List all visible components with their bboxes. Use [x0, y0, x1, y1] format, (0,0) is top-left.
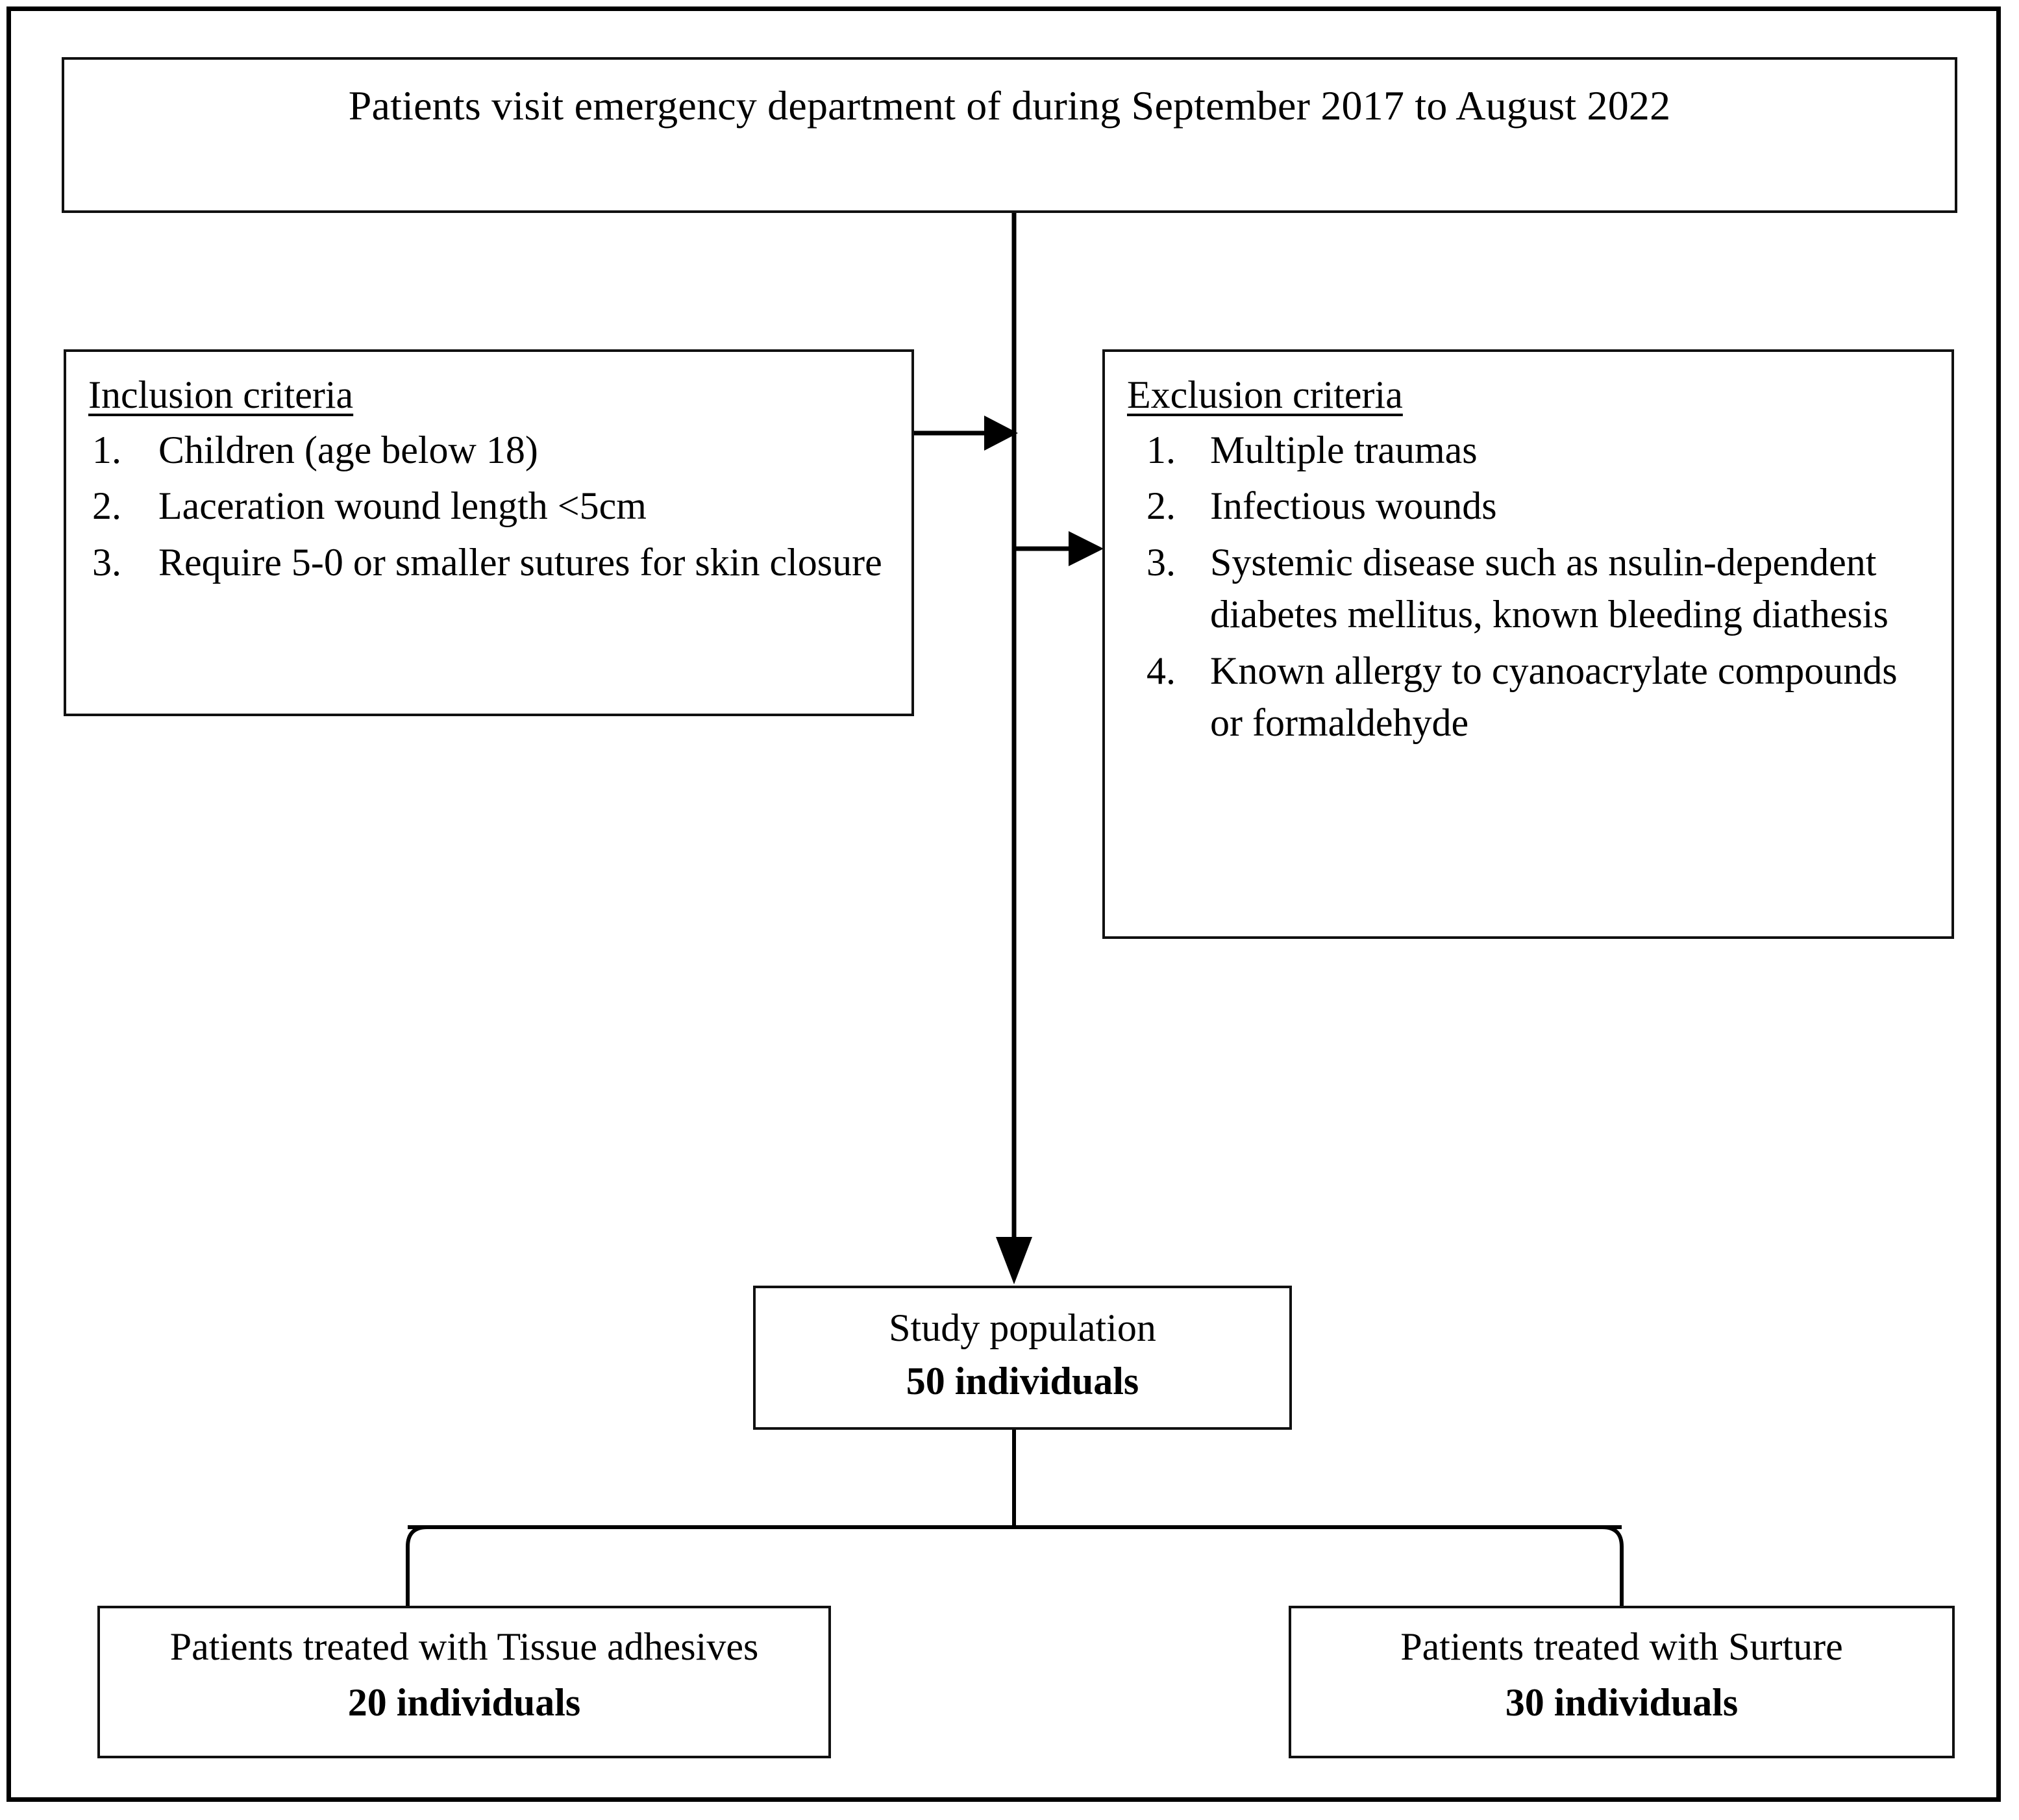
- list-item: 4. Known allergy to cyanoacrylate compou…: [1127, 645, 1929, 749]
- inclusion-criteria-heading: Inclusion criteria: [88, 373, 354, 416]
- top-population-box: Patients visit emergency department of d…: [62, 57, 1957, 213]
- figure-outer-frame: [6, 6, 2001, 1802]
- list-item: 2. Laceration wound length <5cm: [88, 480, 889, 532]
- list-item: 2. Infectious wounds: [1127, 480, 1929, 532]
- exclusion-criteria-box: Exclusion criteria 1. Multiple traumas 2…: [1102, 349, 1954, 939]
- list-item: 3. Systemic disease such as nsulin-depen…: [1127, 536, 1929, 641]
- tissue-adhesives-label: Patients treated with Tissue adhesives: [169, 1625, 759, 1668]
- list-item-number: 2.: [1146, 484, 1176, 528]
- suture-count: 30 individuals: [1505, 1681, 1739, 1724]
- list-item-text: Require 5-0 or smaller sutures for skin …: [158, 540, 882, 584]
- inclusion-criteria-box: Inclusion criteria 1. Children (age belo…: [64, 349, 914, 716]
- list-item: 1. Multiple traumas: [1127, 424, 1929, 476]
- tissue-adhesives-count: 20 individuals: [347, 1681, 581, 1724]
- list-item-number: 2.: [92, 484, 121, 528]
- list-item-text: Laceration wound length <5cm: [158, 484, 647, 528]
- list-item-text: Systemic disease such as nsulin-dependen…: [1210, 540, 1889, 636]
- list-item: 3. Require 5-0 or smaller sutures for sk…: [88, 536, 889, 588]
- list-item-text: Multiple traumas: [1210, 429, 1478, 471]
- list-item-number: 1.: [92, 429, 121, 471]
- list-item-text: Infectious wounds: [1210, 484, 1497, 528]
- tissue-adhesives-box: Patients treated with Tissue adhesives 2…: [97, 1606, 831, 1758]
- inclusion-criteria-list: 1. Children (age below 18) 2. Laceration…: [88, 424, 889, 588]
- study-population-label: Study population: [889, 1306, 1156, 1349]
- list-item-number: 3.: [1146, 540, 1176, 584]
- list-item-number: 3.: [92, 540, 121, 584]
- list-item-text: Children (age below 18): [158, 429, 538, 471]
- study-population-count: 50 individuals: [906, 1360, 1139, 1402]
- list-item-number: 4.: [1146, 649, 1176, 692]
- exclusion-criteria-heading: Exclusion criteria: [1127, 373, 1403, 416]
- suture-box: Patients treated with Surture 30 individ…: [1289, 1606, 1955, 1758]
- suture-label: Patients treated with Surture: [1400, 1625, 1843, 1668]
- list-item: 1. Children (age below 18): [88, 424, 889, 476]
- exclusion-criteria-list: 1. Multiple traumas 2. Infectious wounds…: [1127, 424, 1929, 749]
- study-population-box: Study population 50 individuals: [753, 1286, 1292, 1430]
- top-population-text: Patients visit emergency department of d…: [348, 82, 1671, 129]
- list-item-text: Known allergy to cyanoacrylate compounds…: [1210, 649, 1898, 744]
- list-item-number: 1.: [1146, 429, 1176, 471]
